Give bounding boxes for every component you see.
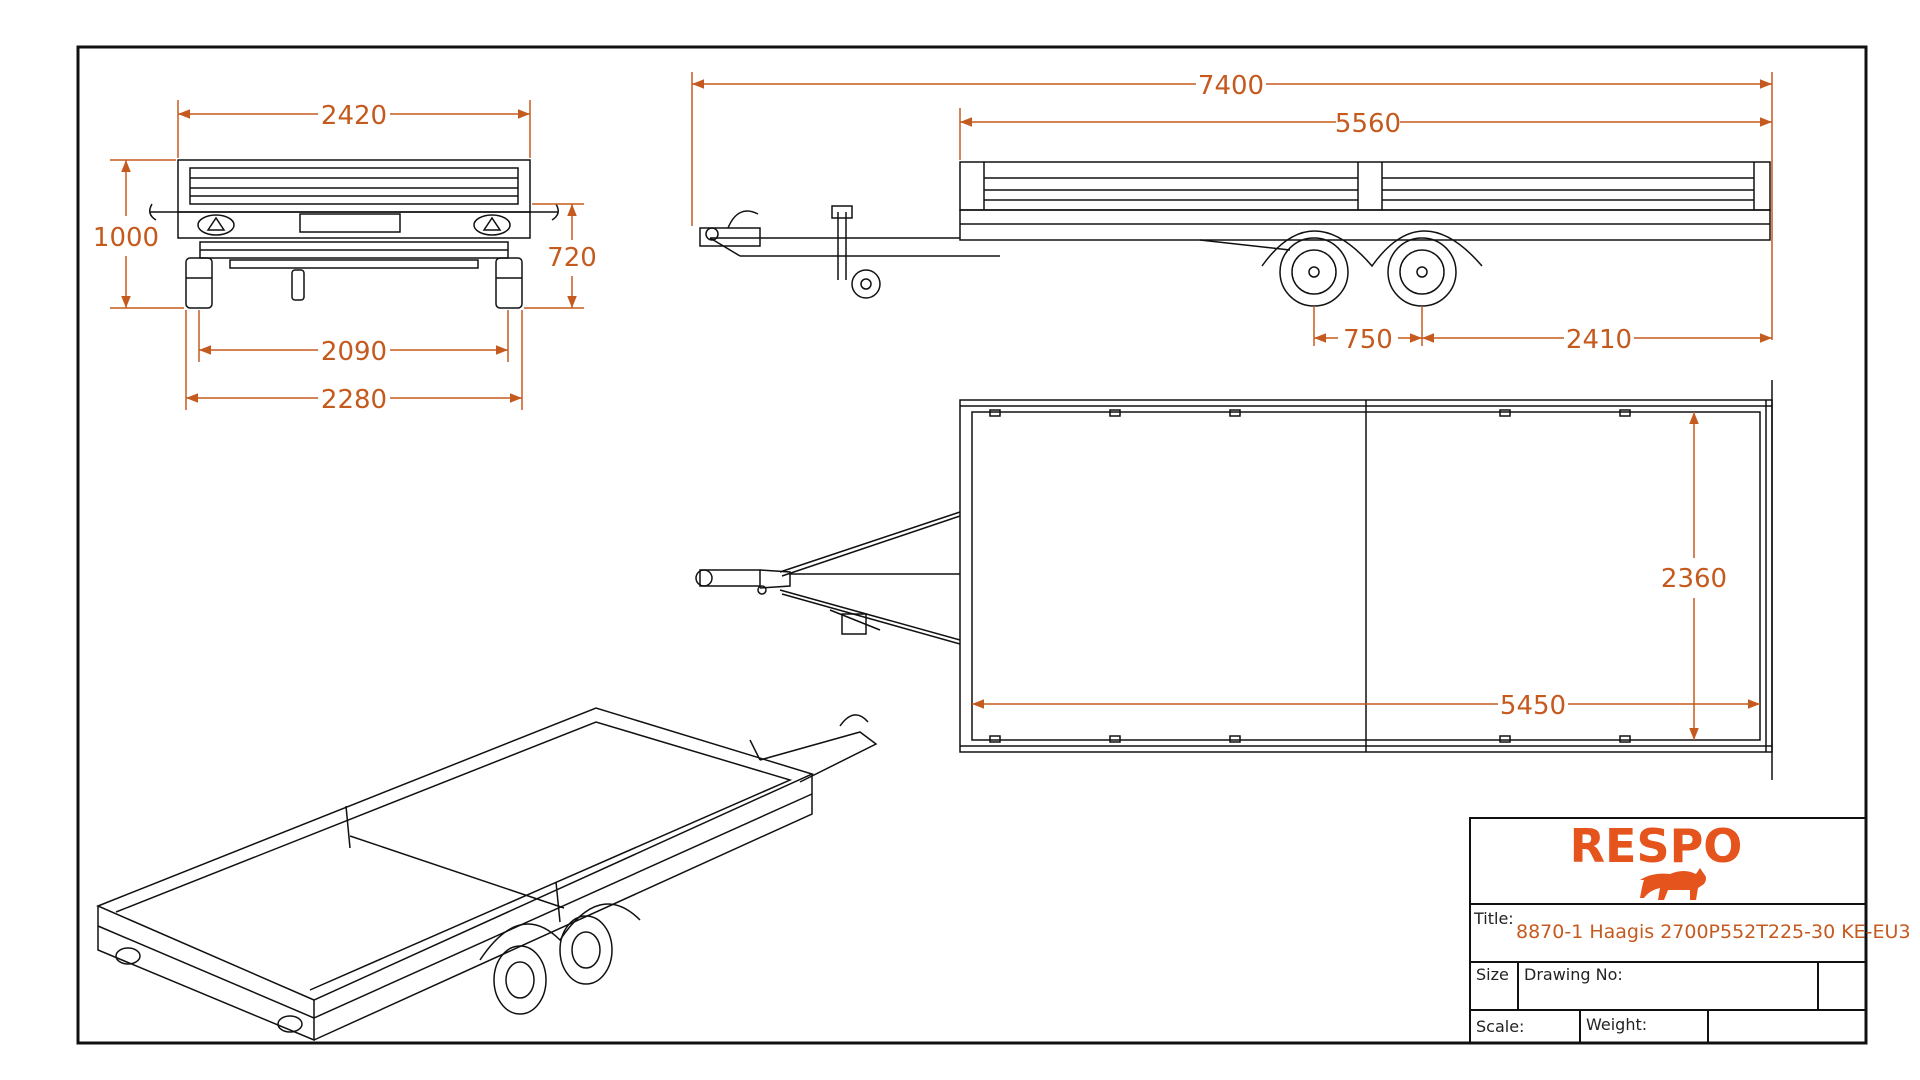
title-value: 8870-1 Haagis 2700P552T225-30 KE-EU3 [1516, 921, 1911, 943]
title-block [1469, 817, 1867, 1044]
side-view-dimensions [691, 72, 1773, 346]
isometric-view [96, 707, 878, 1042]
dim-inner-width: 2360 [1661, 564, 1727, 594]
top-view [695, 380, 1773, 780]
side-view [699, 161, 1771, 307]
dim-overall-length: 7400 [1198, 71, 1264, 101]
drawing-no-label: Drawing No: [1524, 965, 1623, 984]
top-view-dimensions [972, 412, 1760, 740]
bull-icon [1640, 868, 1706, 900]
dim-side-height: 720 [547, 243, 597, 273]
dim-box-length: 5560 [1335, 109, 1401, 139]
dim-axle-spacing: 750 [1343, 325, 1393, 355]
brand-logo: RESPO [1570, 819, 1743, 873]
dim-axle-to-end: 2410 [1566, 325, 1632, 355]
drawing-border [76, 45, 1868, 1045]
dim-track-inner: 2090 [321, 337, 387, 367]
dim-overall-width: 2420 [321, 101, 387, 131]
dim-total-height: 1000 [93, 223, 159, 253]
rear-view-dimensions [110, 100, 584, 410]
size-label: Size [1476, 965, 1509, 984]
rear-view [149, 159, 559, 309]
title-label: Title: [1473, 909, 1514, 928]
dim-track-outer: 2280 [321, 385, 387, 415]
dim-inner-length: 5450 [1500, 691, 1566, 721]
weight-label: Weight: [1586, 1015, 1647, 1034]
scale-label: Scale: [1476, 1017, 1524, 1036]
